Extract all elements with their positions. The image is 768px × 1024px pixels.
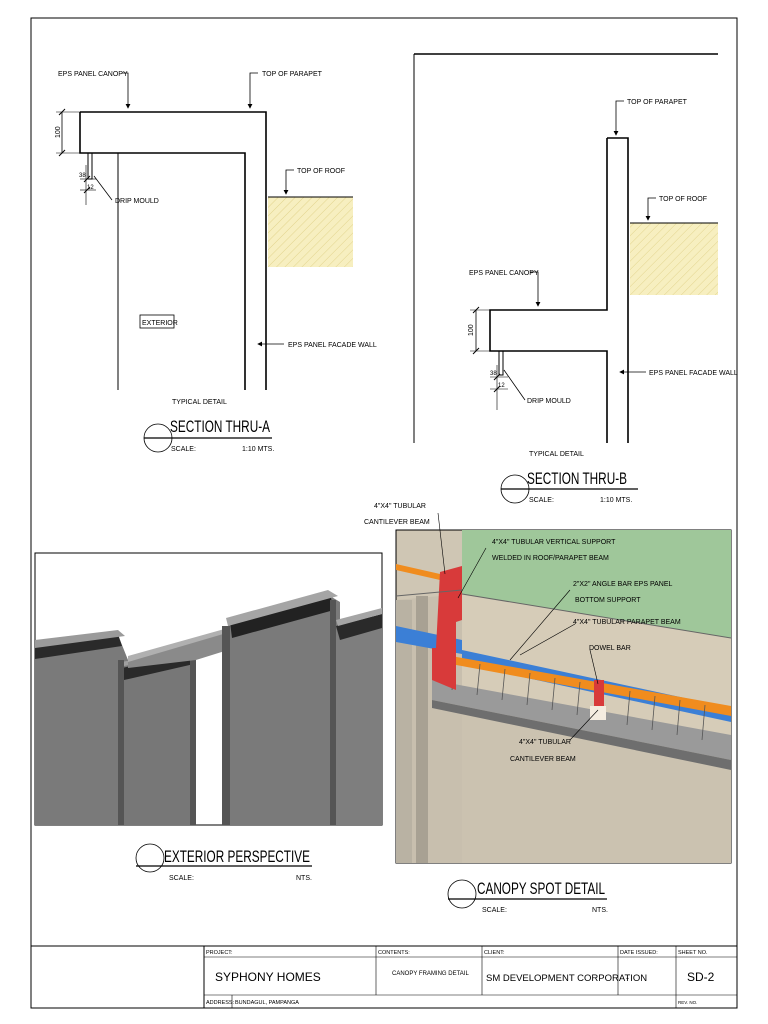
- scale-value-a: 1:10 MTS.: [242, 446, 274, 453]
- exterior-perspective-render: [34, 552, 383, 826]
- scale-value-ext: NTS.: [296, 875, 312, 882]
- scale-label-b: SCALE:: [529, 497, 554, 504]
- typical-detail-a: TYPICAL DETAIL: [172, 399, 227, 406]
- tb-date-label: DATE ISSUED:: [620, 950, 658, 956]
- label-eps-canopy-a: EPS PANEL CANOPY: [58, 71, 128, 78]
- label-top-parapet-b: TOP OF PARAPET: [627, 99, 688, 106]
- tb-sheet-label: SHEET NO.: [678, 950, 708, 956]
- tb-project-label: PROJECT:: [206, 950, 233, 956]
- scale-label-a: SCALE:: [171, 446, 196, 453]
- canopy-spot-render: [395, 512, 732, 864]
- label-top-roof-a: TOP OF ROOF: [297, 168, 345, 175]
- title-block: [31, 945, 737, 1008]
- title-exterior-perspective: EXTERIOR PERSPECTIVE: [164, 847, 310, 866]
- tb-address-value: BUNDAGUL, PAMPANGA: [235, 1000, 299, 1006]
- label-top-roof-b: TOP OF ROOF: [659, 196, 707, 203]
- scale-value-b: 1:10 MTS.: [600, 497, 632, 504]
- tb-client-label: CLIENT:: [484, 950, 505, 956]
- tb-project-value: SYPHONY HOMES: [215, 970, 321, 984]
- tb-contents-label: CONTENTS:: [378, 950, 410, 956]
- dim-38-b: 38: [490, 371, 497, 377]
- callout-cantilever-top-1: 4"X4" TUBULAR: [374, 503, 426, 510]
- scale-value-canopy: NTS.: [592, 907, 608, 914]
- callout-cantilever-bottom-1: 4"X4" TUBULAR: [519, 739, 571, 746]
- scale-label-ext: SCALE:: [169, 875, 194, 882]
- tb-date-value: -: [626, 973, 629, 983]
- tb-rev-label: REV. NO.: [678, 1000, 697, 1005]
- sheet-border: [30, 17, 738, 1009]
- label-top-parapet-a: TOP OF PARAPET: [262, 71, 323, 78]
- label-drip-mould-a: DRIP MOULD: [115, 198, 159, 205]
- label-exterior: EXTERIOR: [142, 320, 178, 327]
- roof-earth-fill: [268, 197, 353, 267]
- tb-address-label: ADDRESS:: [206, 1000, 235, 1006]
- tb-contents-value: CANOPY FRAMING DETAIL: [392, 971, 469, 977]
- callout-cantilever-bottom-2: CANTILEVER BEAM: [510, 756, 576, 763]
- dim-12-b: 12: [498, 383, 505, 389]
- title-canopy-spot-detail: CANOPY SPOT DETAIL: [477, 879, 605, 898]
- section-thru-a: [56, 72, 353, 453]
- tb-sheet-value: SD-2: [687, 970, 715, 984]
- callout-angle-bar-1: 2"X2" ANGLE BAR EPS PANEL: [573, 581, 672, 588]
- dim-38-a: 38: [79, 173, 86, 179]
- section-thru-b: [413, 53, 718, 504]
- title-section-b: SECTION THRU-B: [527, 469, 627, 488]
- callout-vertical-support-1: 4"X4" TUBULAR VERTICAL SUPPORT: [492, 539, 616, 546]
- title-section-a: SECTION THRU-A: [170, 417, 270, 436]
- callout-cantilever-top-2: CANTILEVER BEAM: [364, 519, 430, 526]
- typical-detail-b: TYPICAL DETAIL: [529, 451, 584, 458]
- callout-vertical-support-2: WELDED IN ROOF/PARAPET BEAM: [492, 555, 609, 562]
- dim-100-b: 100: [468, 324, 475, 336]
- label-drip-mould-b: DRIP MOULD: [527, 398, 571, 405]
- label-facade-wall-b: EPS PANEL FACADE WALL: [649, 370, 738, 377]
- label-facade-wall-a: EPS PANEL FACADE WALL: [288, 342, 377, 349]
- callout-dowel-bar: DOWEL BAR: [589, 645, 631, 652]
- label-eps-canopy-b: EPS PANEL CANOPY: [469, 270, 539, 277]
- scale-label-canopy: SCALE:: [482, 907, 507, 914]
- tb-client-value: SM DEVELOPMENT CORPORATION: [486, 973, 647, 984]
- dim-100-a: 100: [55, 126, 62, 138]
- dim-12-a: 12: [87, 185, 94, 191]
- callout-angle-bar-2: BOTTOM SUPPORT: [575, 597, 641, 604]
- callout-parapet-beam: 4"X4" TUBULAR PARAPET BEAM: [573, 619, 681, 626]
